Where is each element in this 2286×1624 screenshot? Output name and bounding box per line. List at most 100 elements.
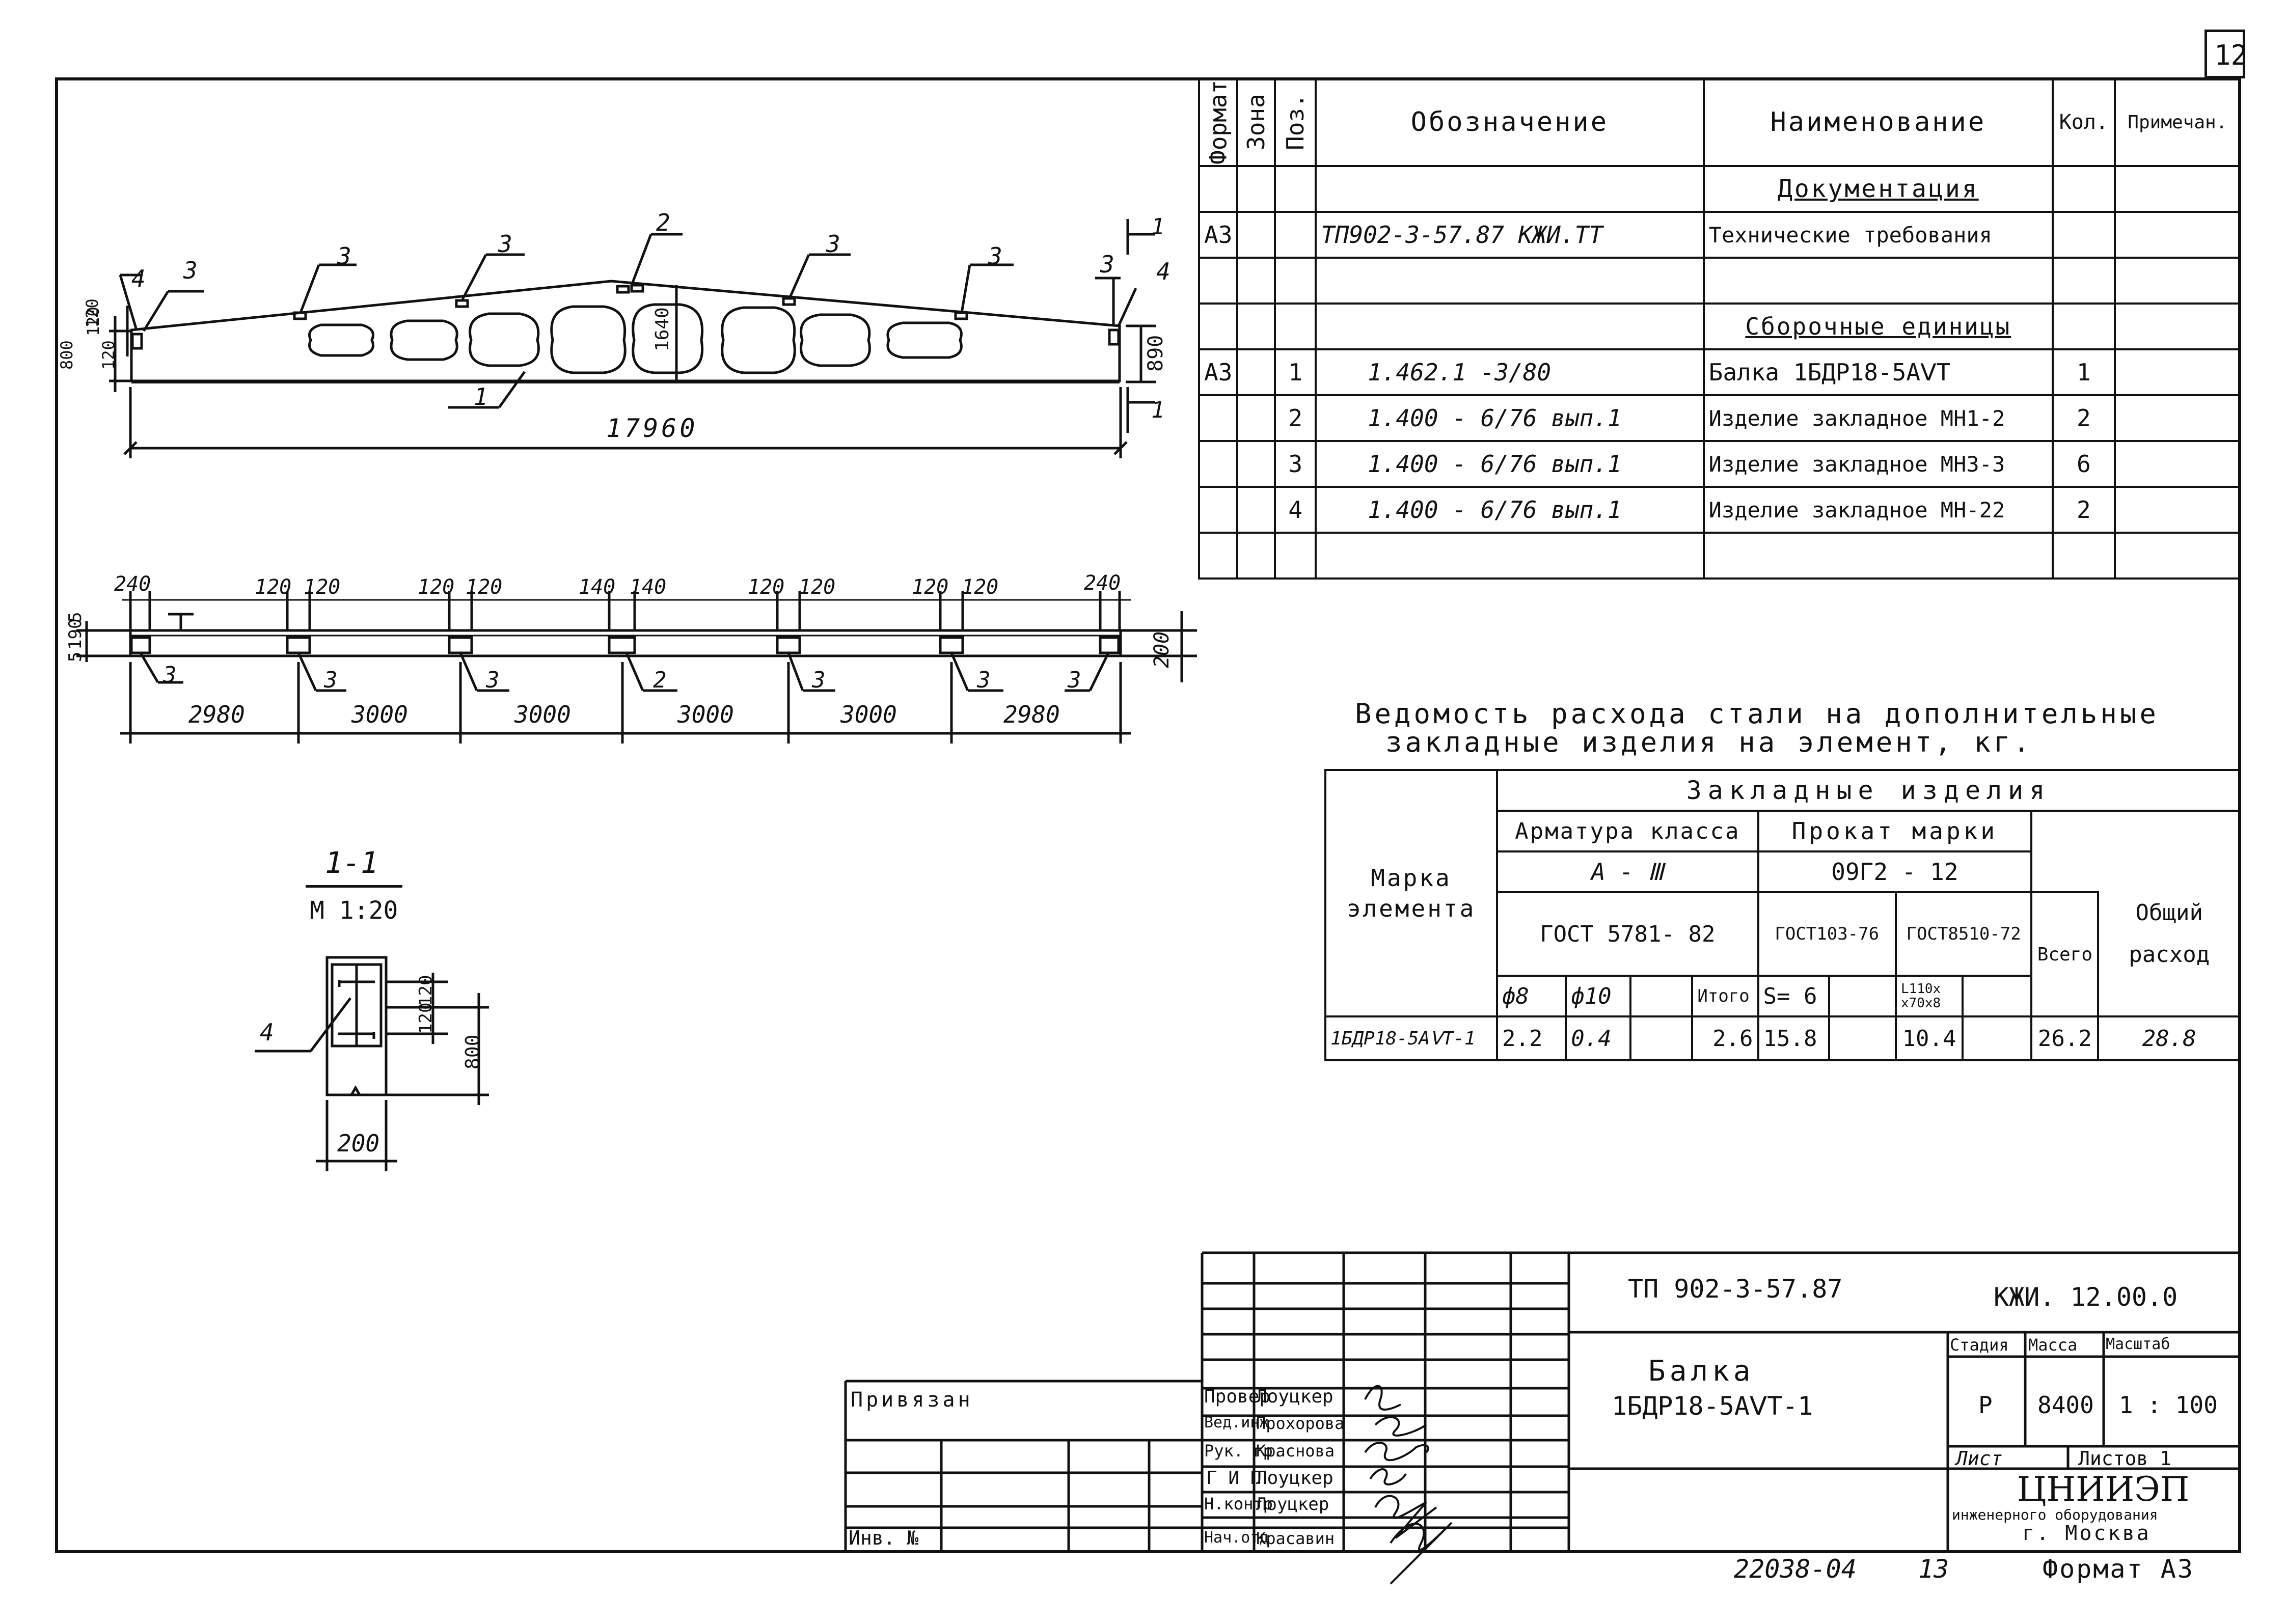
org-subtitle: инженерного оборудования [1952, 1506, 2158, 1523]
signer: Красавин [1256, 1529, 1335, 1548]
spec-row: А3 ТП902-3-57.87 КЖИ.ТТ Технические треб… [1198, 211, 2242, 259]
label-pos-3: 3 [337, 242, 351, 270]
spec-row: 4 1.400 - 6/76 вып.1 Изделие закладное М… [1198, 486, 2242, 534]
plan-dim-top: 140 [579, 575, 616, 599]
col-note: Примечан. [2113, 77, 2242, 167]
role: Вед.инж [1204, 1414, 1269, 1432]
steel-consumption-table: Марка элемента Закладные изделия Арматур… [1324, 769, 2241, 1061]
plan-dim-top: 120 [799, 575, 836, 599]
section-mark-top: 1 [1151, 214, 1165, 240]
section-mark-bottom: 1 [1151, 397, 1165, 423]
col-s6: S= 6 [1757, 975, 1830, 1017]
plan-dim-top: 120 [962, 575, 999, 599]
signer: Лоуцкер [1256, 1468, 1334, 1489]
plan-label: 3 [812, 667, 826, 693]
signer: Лоуцкер [1256, 1494, 1329, 1515]
sheet-number: 12 [2214, 39, 2248, 71]
beam-opening [390, 319, 458, 361]
document-code: КЖИ. 12.00.0 [1994, 1282, 2178, 1312]
role: Провер [1204, 1386, 1271, 1407]
label-pos-2: 2 [656, 209, 670, 236]
scale-header: Масштаб [2106, 1335, 2170, 1353]
h-mark: Марка элемента [1324, 769, 1498, 1017]
spec-row: А3 1 1.462.1 -3/80 Балка 1БДР18-5АⅤТ 1 [1198, 348, 2242, 396]
plan-dim-top: 120 [255, 575, 292, 599]
dim-length: 17960 [606, 414, 698, 443]
label-pos-3: 3 [988, 242, 1002, 270]
gost-sheet: ГОСТ103-76 [1757, 891, 1897, 977]
plan-dim-top: 240 [1084, 571, 1121, 595]
plan-dim-top: 120 [912, 575, 949, 599]
role: Н.контр [1204, 1494, 1273, 1513]
section-title-underline [306, 885, 402, 888]
footer-format: Формат А3 [2043, 1554, 2194, 1584]
spec-blank-row [1198, 257, 2242, 305]
plan-label: 2 [653, 667, 667, 693]
col-angle: L110х х70х8 [1894, 975, 1964, 1017]
role: Нач.отд [1204, 1529, 1269, 1547]
rebar-class: А - Ⅲ [1496, 850, 1759, 893]
privyazan-label: Привязан [851, 1388, 973, 1412]
beam-opening [469, 312, 540, 367]
org-city: г. Москва [2022, 1522, 2151, 1545]
plan-dim-bottom: 2980 [188, 701, 245, 728]
plan-dim-bottom: 3000 [677, 701, 734, 728]
spec-section-row: Документация [1198, 165, 2242, 213]
signer: Прохорова [1256, 1414, 1345, 1433]
plan-dim-bottom: 3000 [351, 701, 408, 728]
title-line2: 1БДР18-5АⅤТ-1 [1612, 1391, 1813, 1421]
plan-dim-top: 120 [748, 575, 785, 599]
signer: Лоуцкер [1256, 1386, 1334, 1407]
label-pos-1: 1 [474, 383, 488, 410]
signatures [1364, 1385, 1453, 1585]
plan-label: 3 [486, 667, 500, 693]
section-title: 1-1 [325, 845, 378, 880]
plan-dim-top: 120 [418, 575, 455, 599]
section-documentation: Документация [1702, 165, 2054, 213]
section-label-4: 4 [260, 1019, 274, 1046]
steel-title-line2: закладные изделия на элемент, кг. [1385, 726, 2033, 758]
plan-dim-top: 240 [114, 572, 151, 596]
h-embedded: Закладные изделия [1496, 769, 2241, 812]
col-qty: Кол. [2052, 77, 2116, 167]
beam-opening [550, 305, 627, 374]
spec-blank-row [1198, 532, 2242, 580]
col-d8: ф8 [1495, 975, 1567, 1017]
plan-dim-top: 120 [466, 575, 503, 599]
label-pos-4: 4 [1156, 258, 1171, 285]
label-pos-4: 4 [131, 265, 146, 292]
scale-value: 1 : 100 [2119, 1391, 2218, 1419]
beam-opening [308, 323, 374, 357]
beam-opening [632, 303, 704, 374]
beam-opening [886, 321, 963, 359]
gost-angle: ГОСТ8510-72 [1894, 891, 2033, 977]
gost-rebar: ГОСТ 5781- 82 [1496, 891, 1759, 977]
title-line1: Балка [1648, 1355, 1755, 1388]
section-dim-width: 200 [337, 1130, 380, 1157]
beam-elevation-drawing [109, 219, 1156, 458]
col-designation: Обозначение [1315, 77, 1705, 167]
steel-title-line1: Ведомость расхода стали на дополнительны… [1355, 698, 2159, 730]
h-rolled: Прокат марки [1757, 810, 2033, 852]
col-d10: ф10 [1565, 975, 1632, 1017]
label-pos-3: 3 [498, 230, 512, 258]
section-drawing [255, 956, 489, 1171]
role: Г И П [1206, 1468, 1262, 1489]
label-pos-3: 3 [826, 230, 840, 258]
h-total: Всего [2030, 891, 2100, 1017]
specification-table: Формат Зона Поз. Обозначение Наименовани… [1198, 77, 2242, 580]
plan-label: 3 [977, 667, 991, 693]
plan-dim-bottom: 3000 [840, 701, 897, 728]
plan-label: 3 [163, 662, 177, 688]
plan-label: 3 [324, 667, 338, 693]
signer: Краснова [1256, 1441, 1335, 1461]
spec-header-row: Формат Зона Поз. Обозначение Наименовани… [1199, 77, 2242, 167]
sheet-number-box: 12 [2205, 30, 2248, 78]
col-name: Наименование [1702, 77, 2054, 167]
plan-dim-bottom: 3000 [514, 701, 571, 728]
beam-opening [800, 313, 871, 367]
spec-row: 2 1.400 - 6/76 вып.1 Изделие закладное М… [1198, 394, 2242, 442]
spec-row: 3 1.400 - 6/76 вып.1 Изделие закладное М… [1198, 440, 2242, 488]
section-assemblies: Сборочные единицы [1702, 302, 2054, 350]
project-code: ТП 902-3-57.87 [1628, 1274, 1843, 1304]
